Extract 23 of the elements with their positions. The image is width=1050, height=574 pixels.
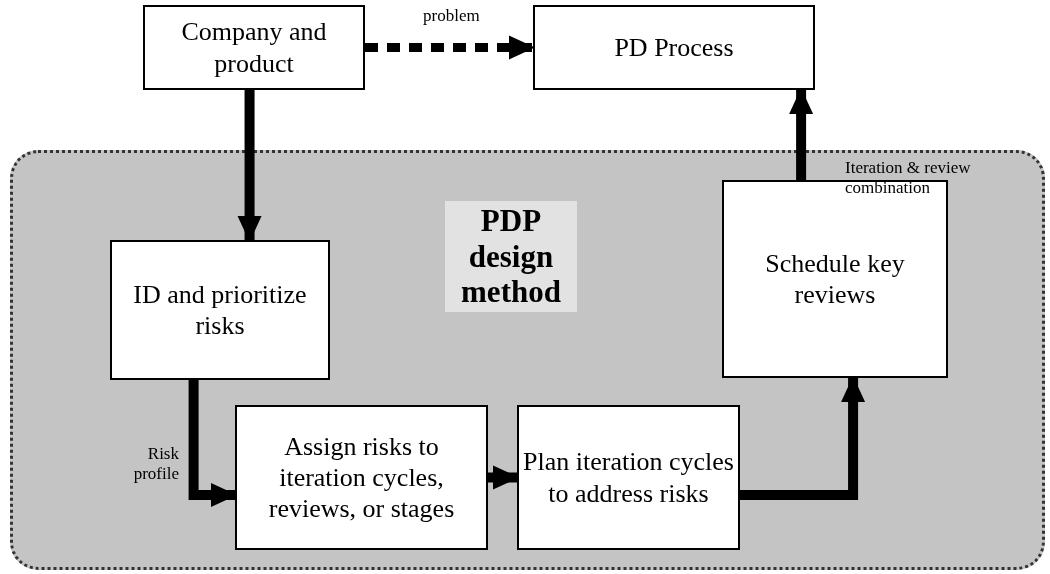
box-label: Company and product	[180, 16, 328, 79]
arrow	[188, 380, 237, 507]
box-label: ID and prioritize risks	[132, 278, 308, 342]
box-label: Schedule key reviews	[764, 247, 906, 311]
box-label: PD Process	[614, 31, 734, 64]
method-region	[10, 150, 1045, 570]
process-box	[235, 405, 488, 550]
process-box	[722, 180, 948, 378]
arrow	[488, 465, 519, 490]
arrow	[789, 88, 814, 180]
box-label: Plan iteration cycles to address risks	[523, 446, 734, 509]
box-label: Assign risks to iteration cycles, reviews, or stages	[267, 430, 456, 525]
process-box	[110, 240, 330, 380]
process-box	[517, 405, 740, 550]
process-box	[533, 5, 815, 90]
edge-label: Risk profile	[132, 444, 180, 484]
edge-label: Iteration & review combination	[844, 158, 972, 198]
process-box	[143, 5, 365, 90]
arrow	[237, 90, 262, 242]
arrow	[365, 35, 535, 60]
region-heading: PDP design method	[445, 201, 577, 312]
edge-label: problem	[420, 6, 483, 26]
arrow	[740, 376, 866, 500]
